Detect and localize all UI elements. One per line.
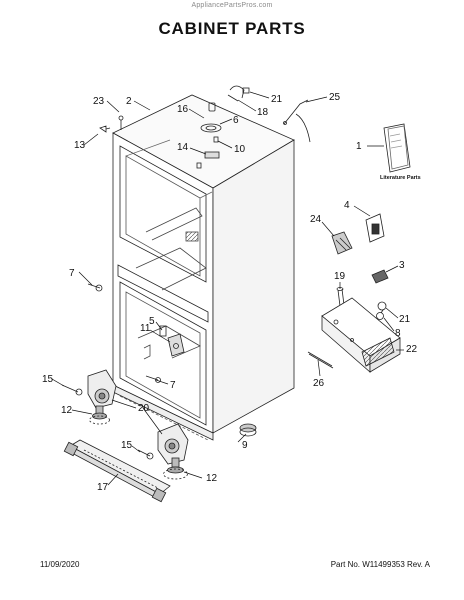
watermark: AppliancePartsPros.com — [191, 2, 273, 9]
part-12-leveling-leg-right — [163, 457, 188, 480]
part-21-8-fitting — [376, 301, 387, 320]
callout-c15a: 15 — [42, 374, 54, 385]
callout-c4: 4 — [344, 200, 350, 211]
part-26-rod — [307, 351, 334, 369]
callout-c11: 11 — [140, 323, 151, 334]
part-9-foot — [239, 423, 257, 437]
literature-parts-label: Literature Parts — [380, 175, 421, 181]
leader-lines — [51, 91, 404, 486]
callout-c8: 8 — [395, 328, 401, 339]
callout-c5: 5 — [149, 316, 155, 327]
page-title: CABINET PARTS — [158, 19, 306, 38]
callout-c9: 9 — [242, 440, 248, 451]
part-5-11-bracket — [159, 325, 185, 357]
callout-c15b: 15 — [121, 440, 133, 451]
callout-c18: 18 — [257, 107, 269, 118]
part-20-roller-right — [157, 423, 189, 465]
callout-c10: 10 — [234, 144, 246, 155]
footer-part-number: Part No. W11499353 Rev. A — [330, 560, 430, 569]
callout-c21a: 21 — [271, 94, 283, 105]
top-screws — [99, 115, 124, 133]
part-4-bracket — [365, 213, 385, 243]
callout-c26: 26 — [313, 378, 325, 389]
callout-c3: 3 — [399, 260, 405, 271]
callout-c14: 14 — [177, 142, 189, 153]
callout-c17: 17 — [97, 482, 109, 493]
callout-c21b: 21 — [399, 314, 411, 325]
callout-c7b: 7 — [170, 380, 176, 391]
part-15-screw-upper — [61, 384, 83, 396]
part-19-pin — [336, 287, 345, 307]
callout-c7a: 7 — [69, 268, 75, 279]
part-22-rear-access-panel — [321, 297, 401, 373]
callout-c23: 23 — [93, 96, 105, 107]
callout-c2: 2 — [126, 96, 132, 107]
part-24-connector — [331, 231, 353, 255]
footer-date: 11/09/2020 — [40, 560, 80, 569]
part-15-screw-lower — [137, 449, 154, 460]
callout-c1: 1 — [356, 141, 362, 152]
callout-c19: 19 — [334, 271, 346, 282]
literature-parts — [383, 123, 411, 173]
callout-c12b: 12 — [206, 473, 218, 484]
part-7-screw-center — [145, 375, 161, 383]
callout-c13: 13 — [74, 140, 86, 151]
part-7-screw-left — [87, 283, 103, 292]
callout-c24: 24 — [310, 214, 322, 225]
part-3-clip — [371, 269, 389, 284]
callout-c6: 6 — [233, 115, 239, 126]
water-line-tube — [283, 99, 311, 143]
part-20-roller-left — [87, 369, 117, 409]
callout-c16: 16 — [177, 104, 189, 115]
callout-c22: 22 — [406, 344, 418, 355]
callout-c25: 25 — [329, 92, 341, 103]
part-17-toe-grille — [63, 439, 171, 503]
top-hinge-hardware — [196, 85, 250, 169]
callout-c12a: 12 — [61, 405, 73, 416]
refrigerator-cabinet — [112, 94, 295, 441]
part-12-leveling-leg-left — [89, 405, 110, 425]
callout-c20: 20 — [138, 403, 150, 414]
